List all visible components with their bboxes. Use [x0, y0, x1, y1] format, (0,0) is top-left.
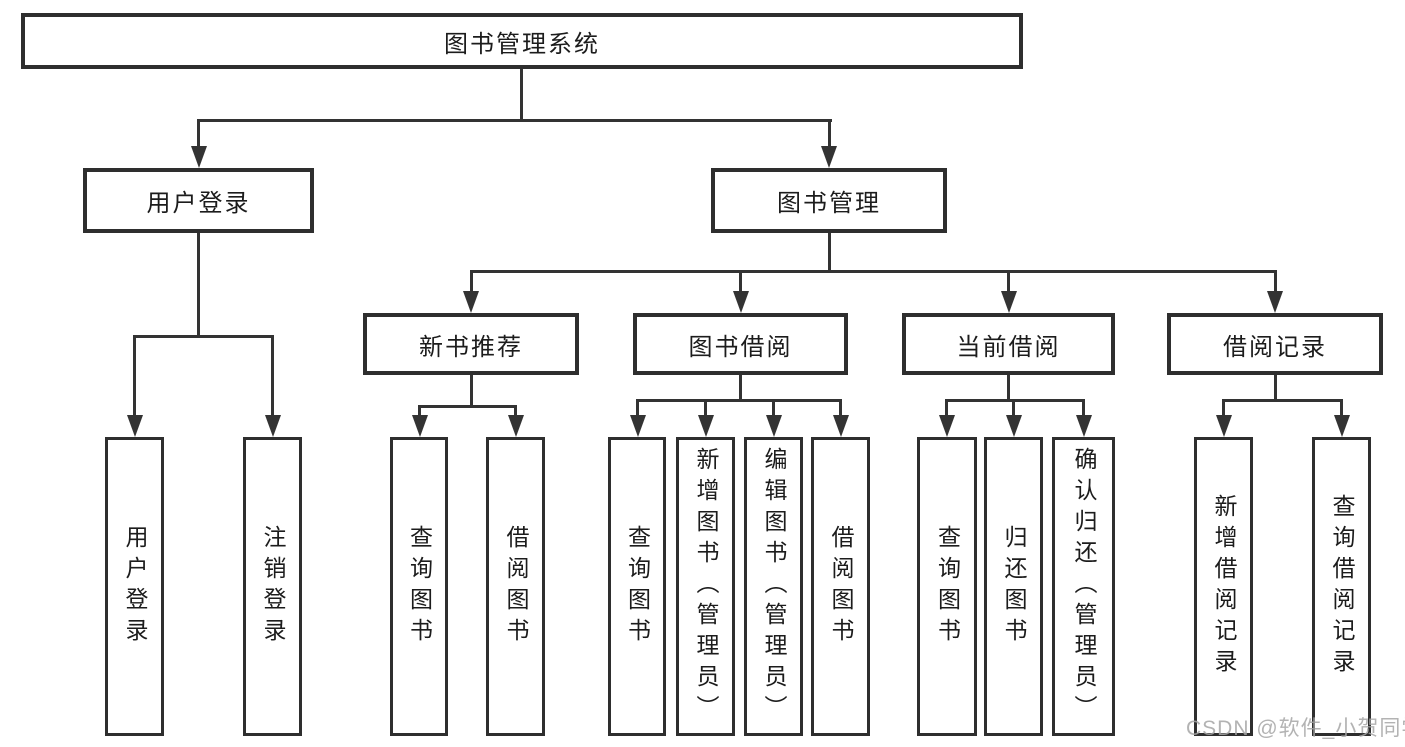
- node-book-mgmt: 图书管理: [711, 168, 947, 233]
- connector-line: [197, 119, 832, 122]
- arrowhead-down-icon: [697, 415, 714, 437]
- connector-line: [514, 405, 517, 419]
- node-label: 查询图书: [624, 524, 651, 649]
- arrowhead-down-icon: [1005, 415, 1022, 437]
- node-new-book-rec: 新书推荐: [363, 313, 579, 375]
- arrowhead-down-icon: [821, 146, 837, 168]
- node-label: 注销登录: [260, 524, 286, 649]
- node-label: 查询图书: [406, 524, 433, 649]
- connector-line: [839, 399, 842, 419]
- connector-line: [418, 405, 517, 408]
- node-login: 用户登录: [105, 437, 164, 736]
- connector-line: [469, 270, 473, 295]
- connector-line: [1340, 399, 1343, 419]
- node-label: 借阅图书: [503, 524, 529, 649]
- arrowhead-down-icon: [264, 415, 281, 437]
- connector-line: [197, 233, 200, 338]
- arrowhead-down-icon: [1000, 291, 1017, 313]
- node-br-query: 查询借阅记录: [1312, 437, 1371, 736]
- node-root: 图书管理系统: [21, 13, 1023, 69]
- node-cb-query: 查询图书: [917, 437, 977, 736]
- node-cb-return: 归还图书: [984, 437, 1043, 736]
- node-book-borrow: 图书借阅: [633, 313, 848, 375]
- connector-line: [469, 375, 473, 407]
- node-label: 图书借阅: [688, 333, 793, 361]
- connector-line: [1082, 399, 1085, 419]
- connector-line: [1007, 375, 1010, 401]
- connector-line: [469, 270, 1277, 273]
- connector-line: [1007, 270, 1010, 295]
- node-borrow-record: 借阅记录: [1167, 313, 1383, 375]
- connector-line: [1273, 375, 1277, 401]
- connector-line: [739, 375, 742, 401]
- connector-line: [1222, 399, 1225, 419]
- arrowhead-down-icon: [938, 415, 955, 437]
- arrowhead-down-icon: [765, 415, 782, 437]
- connector-line: [827, 233, 831, 273]
- connector-line: [197, 119, 200, 148]
- node-label: 确认归还（管理员）: [1071, 447, 1097, 726]
- node-cb-confirm: 确认归还（管理员）: [1052, 437, 1115, 736]
- node-logout: 注销登录: [243, 437, 302, 736]
- node-label: 新增借阅记录: [1211, 493, 1237, 680]
- node-bb-query: 查询图书: [608, 437, 666, 736]
- connector-line: [945, 399, 1085, 402]
- connector-line: [1222, 399, 1343, 402]
- node-label: 图书管理系统: [444, 30, 600, 58]
- connector-line: [945, 399, 948, 419]
- node-current-borrow: 当前借阅: [902, 313, 1115, 375]
- arrowhead-down-icon: [629, 415, 646, 437]
- arrowhead-down-icon: [732, 291, 749, 313]
- node-label: 查询图书: [934, 524, 961, 649]
- arrowhead-down-icon: [1075, 415, 1092, 437]
- node-bb-edit: 编辑图书（管理员）: [744, 437, 803, 736]
- connector-line: [772, 399, 775, 419]
- connector-line: [827, 119, 831, 148]
- connector-line: [271, 335, 274, 417]
- arrowhead-down-icon: [1215, 415, 1232, 437]
- node-label: 新书推荐: [419, 333, 523, 361]
- node-label: 编辑图书（管理员）: [761, 447, 787, 726]
- watermark-text: CSDN @软件_小贺同学: [1186, 717, 1405, 740]
- node-bb-add: 新增图书（管理员）: [676, 437, 735, 736]
- connector-line: [1012, 399, 1015, 419]
- connector-line: [133, 335, 274, 338]
- connector-line: [636, 399, 639, 419]
- arrowhead-down-icon: [507, 415, 524, 437]
- arrowhead-down-icon: [832, 415, 849, 437]
- node-label: 归还图书: [1001, 524, 1027, 649]
- node-label: 借阅记录: [1223, 333, 1327, 361]
- node-label: 当前借阅: [956, 333, 1061, 361]
- node-label: 查询借阅记录: [1329, 493, 1355, 680]
- arrowhead-down-icon: [411, 415, 428, 437]
- node-rec-query: 查询图书: [390, 437, 448, 736]
- connector-line: [418, 405, 421, 419]
- arrowhead-down-icon: [1267, 291, 1283, 313]
- connector-line: [133, 335, 136, 417]
- connector-line: [1273, 270, 1277, 295]
- arrowhead-down-icon: [190, 146, 207, 168]
- node-label: 用户登录: [146, 190, 251, 217]
- node-label: 借阅图书: [828, 524, 854, 649]
- arrowhead-down-icon: [1333, 415, 1350, 437]
- node-user-login: 用户登录: [83, 168, 314, 233]
- connector-line: [519, 69, 523, 121]
- connector-line: [636, 399, 842, 402]
- node-label: 新增图书（管理员）: [693, 447, 719, 726]
- arrowhead-down-icon: [126, 415, 143, 437]
- arrowhead-down-icon: [462, 291, 479, 313]
- node-br-add: 新增借阅记录: [1194, 437, 1253, 736]
- connector-line: [704, 399, 707, 419]
- node-bb-borrow: 借阅图书: [811, 437, 870, 736]
- connector-line: [739, 270, 742, 295]
- node-label: 图书管理: [777, 190, 881, 217]
- node-label: 用户登录: [122, 524, 148, 649]
- node-rec-borrow: 借阅图书: [486, 437, 545, 736]
